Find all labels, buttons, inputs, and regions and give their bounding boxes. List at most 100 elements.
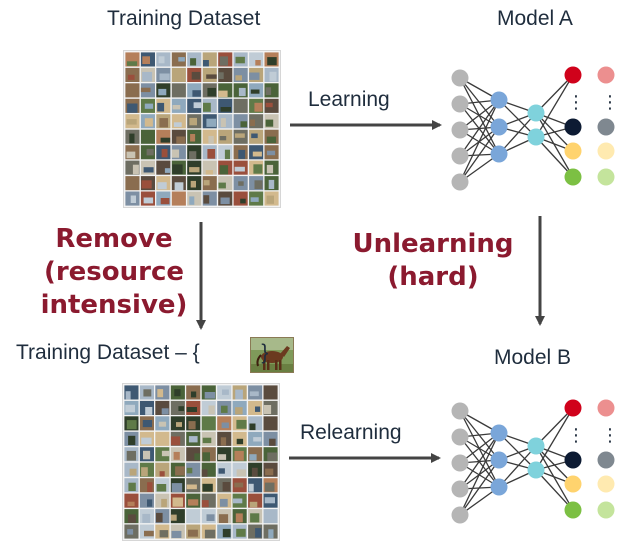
thumbnail-subject — [240, 198, 246, 204]
hidden-node — [490, 91, 508, 109]
faded-output-node — [597, 118, 615, 136]
thumbnail-subject — [235, 105, 242, 112]
thumbnail-subject — [172, 72, 182, 82]
network-edge — [498, 112, 537, 155]
thumbnail-subject — [173, 451, 180, 460]
hidden-node — [527, 104, 545, 122]
thumbnail-subject — [220, 437, 227, 446]
network-edge — [535, 74, 574, 114]
input-node — [451, 173, 469, 191]
thumbnail-subject — [266, 195, 274, 204]
thumbnail-subject — [143, 450, 151, 460]
thumbnail-subject — [129, 133, 135, 144]
thumbnail-subject — [192, 90, 201, 97]
thumbnail-subject — [159, 118, 168, 128]
thumbnail-subject — [235, 75, 242, 81]
network-edge — [535, 407, 574, 447]
thumbnail-subject — [176, 422, 182, 427]
hidden-node — [527, 461, 545, 479]
model-a-network — [451, 66, 615, 191]
thumbnail-subject — [127, 61, 138, 66]
thumbnail-subject — [143, 389, 152, 397]
output-node — [564, 142, 582, 160]
thumbnail-subject — [161, 450, 170, 457]
reduced-dataset-image-grid — [122, 383, 280, 541]
thumbnail-subject — [203, 60, 209, 67]
thumbnail-tile — [170, 400, 185, 415]
thumbnail-subject — [189, 515, 197, 522]
remove-line-1: Remove — [55, 224, 173, 254]
thumbnail-subject — [172, 164, 183, 175]
reduced-dataset-prefix: Training Dataset – { — [16, 341, 200, 364]
thumbnail-subject — [202, 452, 210, 462]
thumbnail-subject — [254, 102, 263, 112]
thumbnail-subject — [158, 421, 167, 427]
faded-output-node — [597, 501, 615, 519]
thumbnail-subject — [125, 391, 131, 400]
thumbnail-subject — [267, 452, 277, 461]
thumbnail-subject — [174, 200, 185, 206]
thumbnail-subject — [202, 483, 213, 492]
thumbnail-subject — [221, 405, 228, 413]
hidden-node — [527, 437, 545, 455]
thumbnail-subject — [191, 71, 201, 80]
network-edge — [459, 459, 500, 516]
remove-line-2: (resource — [43, 257, 185, 287]
thumbnail-subject — [203, 195, 210, 204]
thumbnail-subject — [156, 512, 163, 523]
thumbnail-subject — [235, 407, 243, 415]
thumbnail-subject — [265, 87, 272, 95]
thumbnail-subject — [172, 105, 181, 110]
horse-thumbnail — [250, 337, 294, 373]
thumbnail-subject — [264, 497, 275, 504]
thumbnail-subject — [140, 87, 151, 93]
thumbnail-subject — [159, 530, 169, 538]
thumbnail-subject — [161, 149, 168, 158]
output-node — [564, 399, 582, 417]
thumbnail-subject — [250, 119, 255, 126]
thumbnail-subject — [127, 103, 138, 113]
thumbnail-subject — [233, 498, 243, 504]
thumbnail-subject — [205, 170, 213, 175]
input-node — [451, 402, 469, 420]
thumbnail-subject — [158, 88, 167, 96]
thumbnail-subject — [171, 149, 180, 158]
thumbnail-subject — [176, 136, 186, 144]
thumbnail-subject — [186, 407, 197, 412]
thumbnail-subject — [235, 513, 243, 523]
thumbnail-subject — [255, 528, 262, 538]
thumbnail-subject — [143, 197, 154, 204]
thumbnail-subject — [264, 482, 275, 492]
thumbnail-subject — [265, 119, 274, 127]
thumbnail-subject — [188, 421, 196, 430]
learning-label: Learning — [308, 88, 390, 111]
thumbnail-tile — [155, 462, 170, 477]
thumbnail-subject — [194, 453, 200, 460]
hidden-node — [490, 118, 508, 136]
output-node — [564, 501, 582, 519]
faded-output-node — [597, 399, 615, 417]
thumbnail-subject — [219, 136, 227, 141]
thumbnail-subject — [220, 197, 230, 205]
thumbnail-subject — [142, 513, 151, 523]
network-edge — [535, 445, 574, 511]
thumbnail-subject — [234, 482, 244, 488]
thumbnail-subject — [221, 422, 229, 429]
thumbnail-subject — [206, 118, 217, 127]
thumbnail-subject — [224, 149, 230, 160]
input-node — [451, 95, 469, 113]
thumbnail-subject — [189, 117, 197, 126]
hidden-node — [490, 451, 508, 469]
thumbnail-subject — [159, 73, 170, 80]
thumbnail-subject — [190, 134, 196, 142]
thumbnail-subject — [222, 389, 229, 395]
model-a-label: Model A — [497, 7, 573, 30]
thumbnail-subject — [219, 165, 229, 175]
thumbnail-subject — [253, 164, 263, 174]
output-node — [564, 118, 582, 136]
faded-output-node — [597, 451, 615, 469]
thumbnail-subject — [266, 422, 276, 429]
thumbnail-subject — [251, 467, 258, 477]
input-node — [451, 454, 469, 472]
thumbnail-subject — [157, 182, 167, 190]
